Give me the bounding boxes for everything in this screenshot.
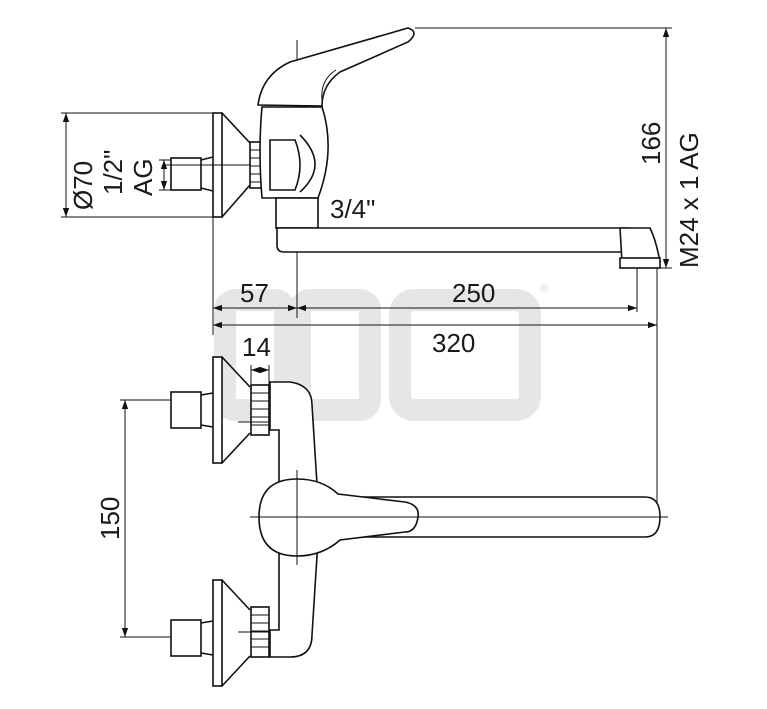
nut-width-label: 14 — [242, 332, 271, 362]
inlet-spacing-dimension: 150 — [95, 399, 171, 638]
top-view — [170, 356, 668, 687]
registered-mark: ® — [540, 281, 549, 295]
inlet-spacing-label: 150 — [95, 497, 125, 540]
plate-diameter-dimension: Ø70 1/2" AG — [61, 112, 213, 218]
plate-diameter-label: Ø70 — [68, 161, 98, 210]
side-view: 3/4" — [165, 27, 661, 318]
inlet-thread-label: 1/2" — [98, 150, 128, 195]
wall-to-center-label: 57 — [240, 278, 269, 308]
inlet-thread-type-label: AG — [128, 158, 158, 196]
nut-width-dimension: 14 — [242, 332, 271, 385]
outlet-thread-label: 3/4" — [330, 194, 375, 224]
height-label: 166 — [636, 122, 666, 165]
length-dimensions: 57 250 320 — [212, 217, 658, 520]
height-dimension: 166 M24 x 1 AG — [415, 27, 704, 269]
total-length-label: 320 — [432, 328, 475, 358]
aerator-thread-label: M24 x 1 AG — [674, 132, 704, 268]
spout-reach-label: 250 — [452, 278, 495, 308]
